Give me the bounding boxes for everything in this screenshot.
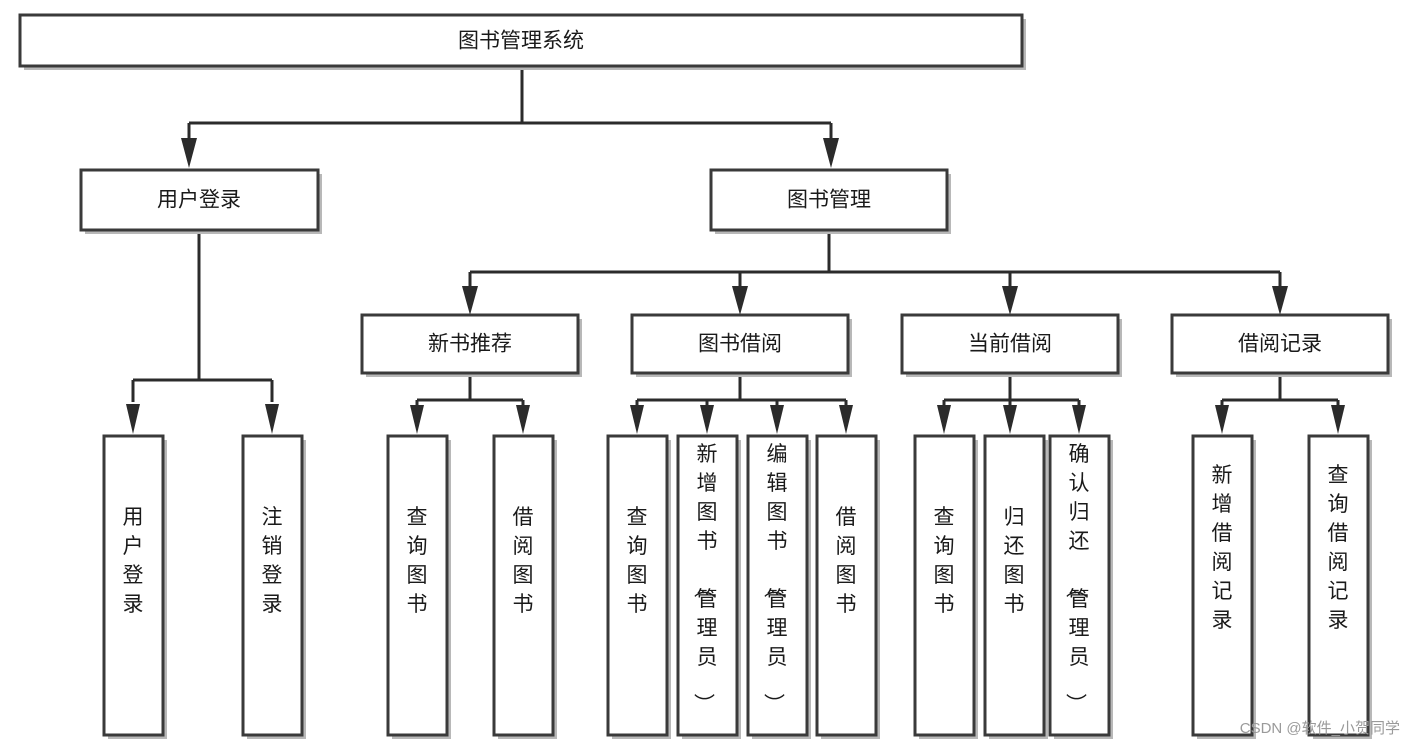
node-user-login-label: 用户登录 (157, 189, 241, 212)
node-borrow-record[interactable]: 借阅记录 (1170, 313, 1392, 377)
node-leaf-borrow-book-1[interactable]: 借阅图书 (492, 434, 557, 739)
arrow-head-leaf-add-record (1215, 405, 1229, 434)
node-root-label: 图书管理系统 (458, 30, 584, 53)
node-leaf-query-book-2[interactable]: 查询图书 (606, 434, 671, 739)
arrow-head-user-login (181, 138, 197, 168)
node-book-borrow[interactable]: 图书借阅 (630, 313, 852, 377)
node-current-borrow-box[interactable] (900, 313, 1120, 375)
arrow-head-borrow-record (1272, 286, 1288, 315)
node-borrow-record-box[interactable] (1170, 313, 1390, 375)
arrow-head-leaf-add-book (700, 405, 714, 434)
node-leaf-query-record[interactable]: 查询借阅记录 (1307, 434, 1372, 739)
node-new-book-recommend-box[interactable] (360, 313, 580, 375)
node-leaf-return-book-label: 归还图书 (1004, 506, 1025, 616)
node-leaf-query-book-3-label: 查询图书 (934, 506, 955, 616)
node-leaf-edit-book[interactable]: 编辑图书（管理员） (746, 434, 811, 739)
node-root[interactable]: 图书管理系统 (18, 13, 1026, 70)
node-leaf-edit-book-label: 编辑图书（管理员） (762, 443, 788, 714)
node-leaf-add-book[interactable]: 新增图书（管理员） (676, 434, 741, 739)
node-leaf-query-book-2-box[interactable] (606, 434, 669, 737)
node-new-book-recommend-label: 新书推荐 (428, 333, 512, 356)
node-current-borrow[interactable]: 当前借阅 (900, 313, 1122, 377)
node-new-book-recommend[interactable]: 新书推荐 (360, 313, 582, 377)
node-current-borrow-label: 当前借阅 (968, 333, 1052, 356)
node-leaf-query-book-1-label: 查询图书 (407, 506, 428, 616)
node-leaf-borrow-book-2[interactable]: 借阅图书 (815, 434, 880, 739)
csdn-watermark: CSDN @软件_小贺同学 (1240, 720, 1400, 737)
edge-group (126, 68, 1345, 434)
arrow-head-leaf-confirm-return (1072, 405, 1086, 434)
node-leaf-query-book-2-label: 查询图书 (627, 506, 648, 616)
node-leaf-user-login-label: 用户登录 (123, 506, 144, 616)
node-leaf-borrow-book-1-box[interactable] (492, 434, 555, 737)
node-leaf-return-book-box[interactable] (983, 434, 1046, 737)
node-leaf-query-book-1[interactable]: 查询图书 (386, 434, 451, 739)
node-leaf-add-record-box[interactable] (1191, 434, 1254, 737)
arrow-head-leaf-query-book-1 (410, 405, 424, 434)
node-borrow-record-label: 借阅记录 (1238, 333, 1322, 356)
arrow-head-leaf-user-login (126, 404, 140, 434)
node-root-box[interactable] (18, 13, 1024, 68)
node-leaf-logout-login-box[interactable] (241, 434, 304, 737)
arrow-head-leaf-query-book-2 (630, 405, 644, 434)
node-leaf-borrow-book-2-label: 借阅图书 (836, 506, 857, 616)
node-book-manage-box[interactable] (709, 168, 949, 232)
node-leaf-add-record[interactable]: 新增借阅记录 (1191, 434, 1256, 739)
node-leaf-add-book-box[interactable] (676, 434, 739, 737)
node-leaf-confirm-return-box[interactable] (1048, 434, 1111, 737)
arrow-head-new-book-recommend (462, 286, 478, 315)
arrow-head-leaf-logout-login (265, 404, 279, 434)
node-leaf-user-login-box[interactable] (102, 434, 165, 737)
arrow-head-leaf-return-book (1003, 405, 1017, 434)
node-leaf-confirm-return-label: 确认归还（管理员） (1064, 443, 1090, 714)
arrow-head-leaf-borrow-book-2 (839, 405, 853, 434)
arrow-head-leaf-query-book-3 (937, 405, 951, 434)
node-user-login[interactable]: 用户登录 (79, 168, 322, 234)
arrow-head-book-borrow (732, 286, 748, 315)
node-leaf-add-record-label: 新增借阅记录 (1212, 464, 1233, 632)
node-leaf-logout-login-label: 注销登录 (262, 506, 283, 616)
node-leaf-logout-login[interactable]: 注销登录 (241, 434, 306, 739)
arrow-head-leaf-borrow-book-1 (516, 405, 530, 434)
arrow-head-current-borrow (1002, 286, 1018, 315)
arrow-head-book-manage (823, 138, 839, 168)
node-book-manage[interactable]: 图书管理 (709, 168, 951, 234)
node-leaf-borrow-book-1-label: 借阅图书 (513, 506, 534, 616)
node-leaf-confirm-return[interactable]: 确认归还（管理员） (1048, 434, 1113, 739)
node-leaf-query-record-label: 查询借阅记录 (1328, 464, 1349, 632)
arrow-head-leaf-query-record (1331, 405, 1345, 434)
node-book-borrow-box[interactable] (630, 313, 850, 375)
node-leaf-query-book-3-box[interactable] (913, 434, 976, 737)
node-leaf-query-record-box[interactable] (1307, 434, 1370, 737)
node-leaf-query-book-1-box[interactable] (386, 434, 449, 737)
node-leaf-add-book-label: 新增图书（管理员） (692, 443, 718, 714)
arrow-head-leaf-edit-book (770, 405, 784, 434)
node-leaf-user-login[interactable]: 用户登录 (102, 434, 167, 739)
node-leaf-borrow-book-2-box[interactable] (815, 434, 878, 737)
node-leaf-edit-book-box[interactable] (746, 434, 809, 737)
node-leaf-return-book[interactable]: 归还图书 (983, 434, 1048, 739)
node-book-borrow-label: 图书借阅 (698, 333, 782, 356)
node-user-login-box[interactable] (79, 168, 320, 232)
node-book-manage-label: 图书管理 (787, 189, 871, 212)
node-leaf-query-book-3[interactable]: 查询图书 (913, 434, 978, 739)
